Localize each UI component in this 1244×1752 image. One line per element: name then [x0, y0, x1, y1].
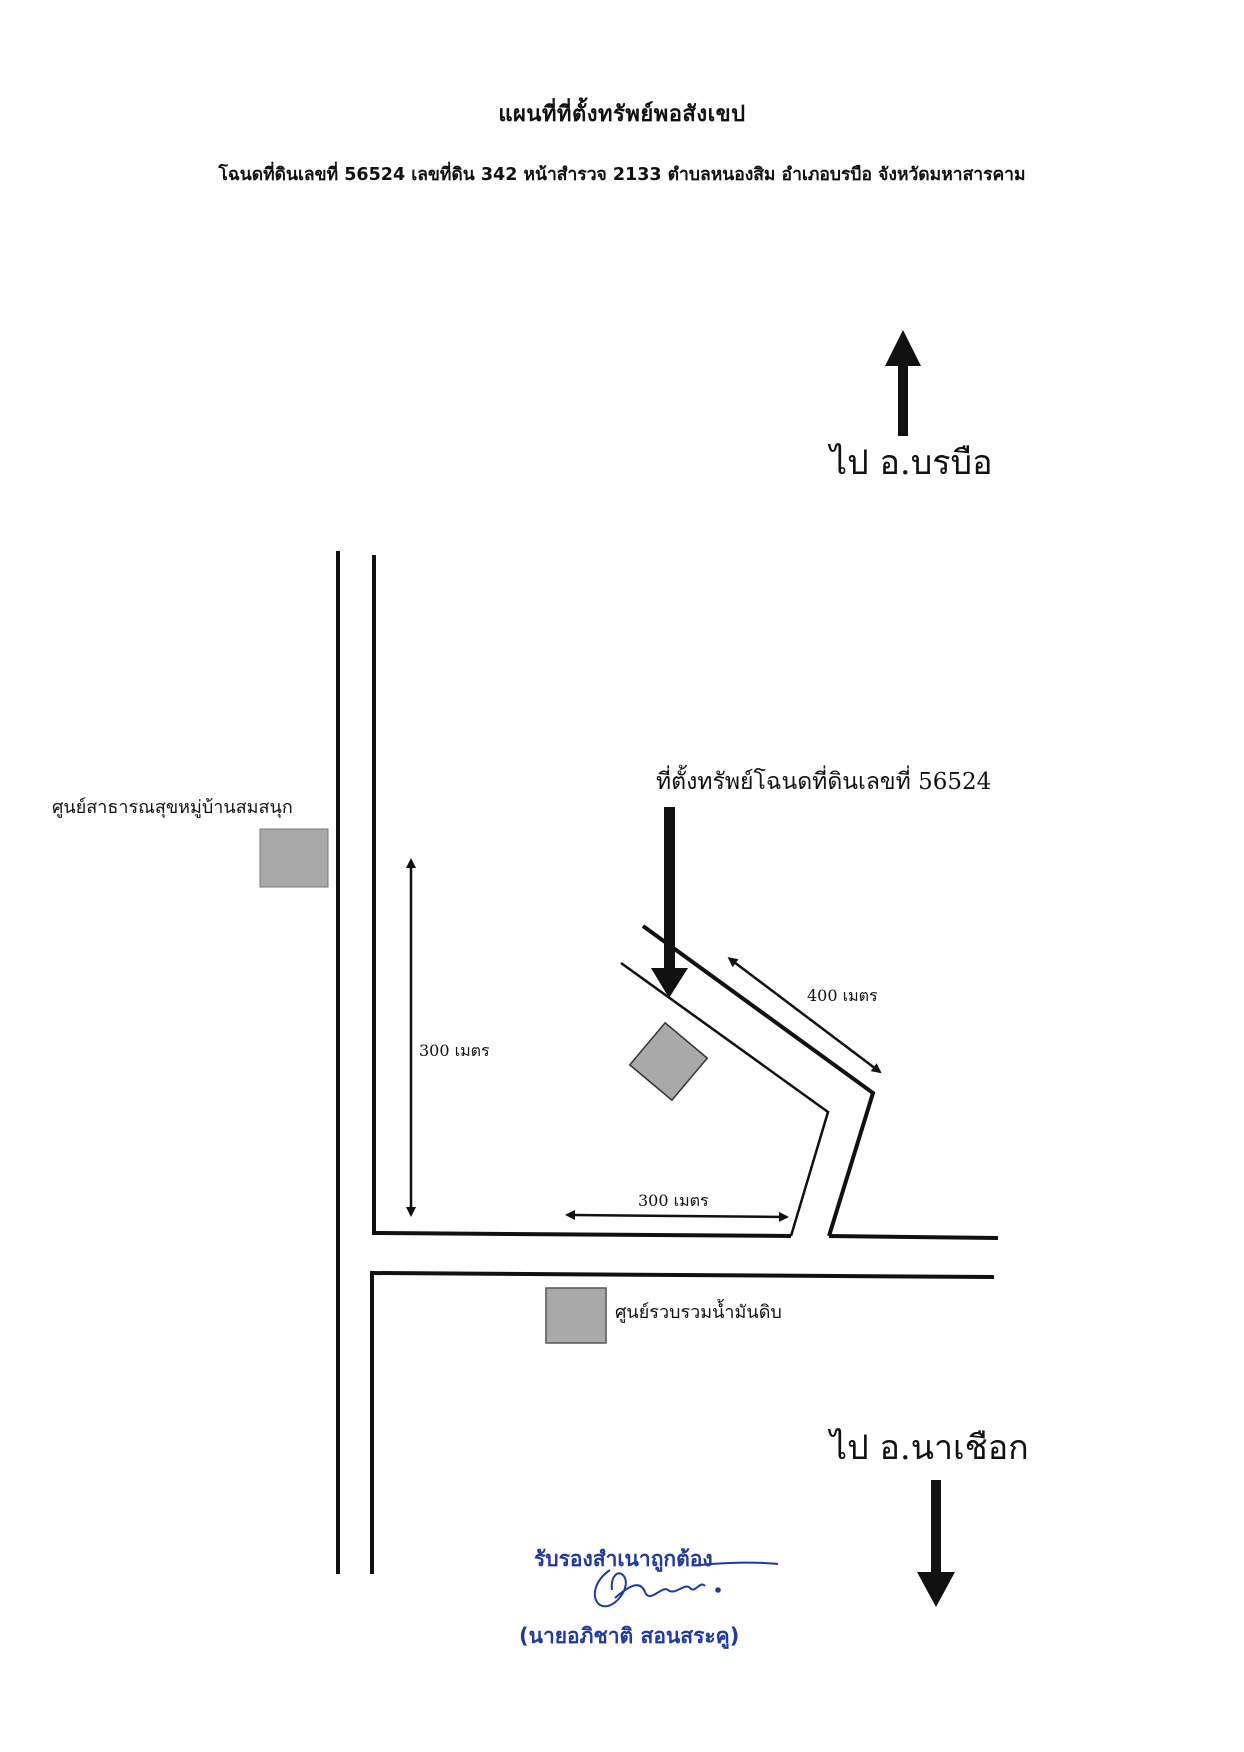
page-title: แผนที่ที่ตั้งทรัพย์พอสังเขป: [498, 102, 746, 127]
parcel-label: ที่ตั้งทรัพย์โฉนดที่ดินเลขที่ 56524: [656, 769, 992, 795]
north-direction-label: ไป อ.บรบือ: [830, 443, 993, 483]
dimension-horizontal-300-arrow: [565, 1210, 789, 1222]
certification-stamp: รับรองสำเนาถูกต้อง: [534, 1547, 713, 1571]
main-road: [336, 551, 376, 1574]
parcel-pointer-arrow-icon: [651, 807, 688, 998]
south-arrow-icon: [917, 1480, 955, 1607]
south-direction-label: ไป อ.นาเชือก: [830, 1428, 1029, 1468]
health-center-label: ศูนย์สาธารณสุขหมู่บ้านสมสนุก: [52, 797, 293, 818]
distance-horizontal-300-label: 300 เมตร: [636, 1191, 711, 1210]
north-arrow-icon: [885, 330, 921, 436]
rubber-center-marker: [545, 1287, 607, 1344]
parcel-marker: [628, 1021, 709, 1102]
rubber-center-label: ศูนย์รวบรวมน้ำมันดิบ: [615, 1302, 782, 1323]
lane-to-parcel: [620, 924, 876, 1237]
health-center-marker: [259, 828, 329, 888]
distance-400-label: 400 เมตร: [805, 986, 880, 1005]
distance-vertical-300-label: 300 เมตร: [417, 1041, 492, 1060]
page-subtitle: โฉนดที่ดินเลขที่ 56524 เลขที่ดิน 342 หน้…: [218, 165, 1026, 185]
signature: [593, 1561, 779, 1608]
side-road: [371, 1231, 999, 1279]
signer-name: (นายอภิชาติ สอนสระคู): [519, 1624, 740, 1648]
dimension-400-arrow: [727, 957, 882, 1074]
